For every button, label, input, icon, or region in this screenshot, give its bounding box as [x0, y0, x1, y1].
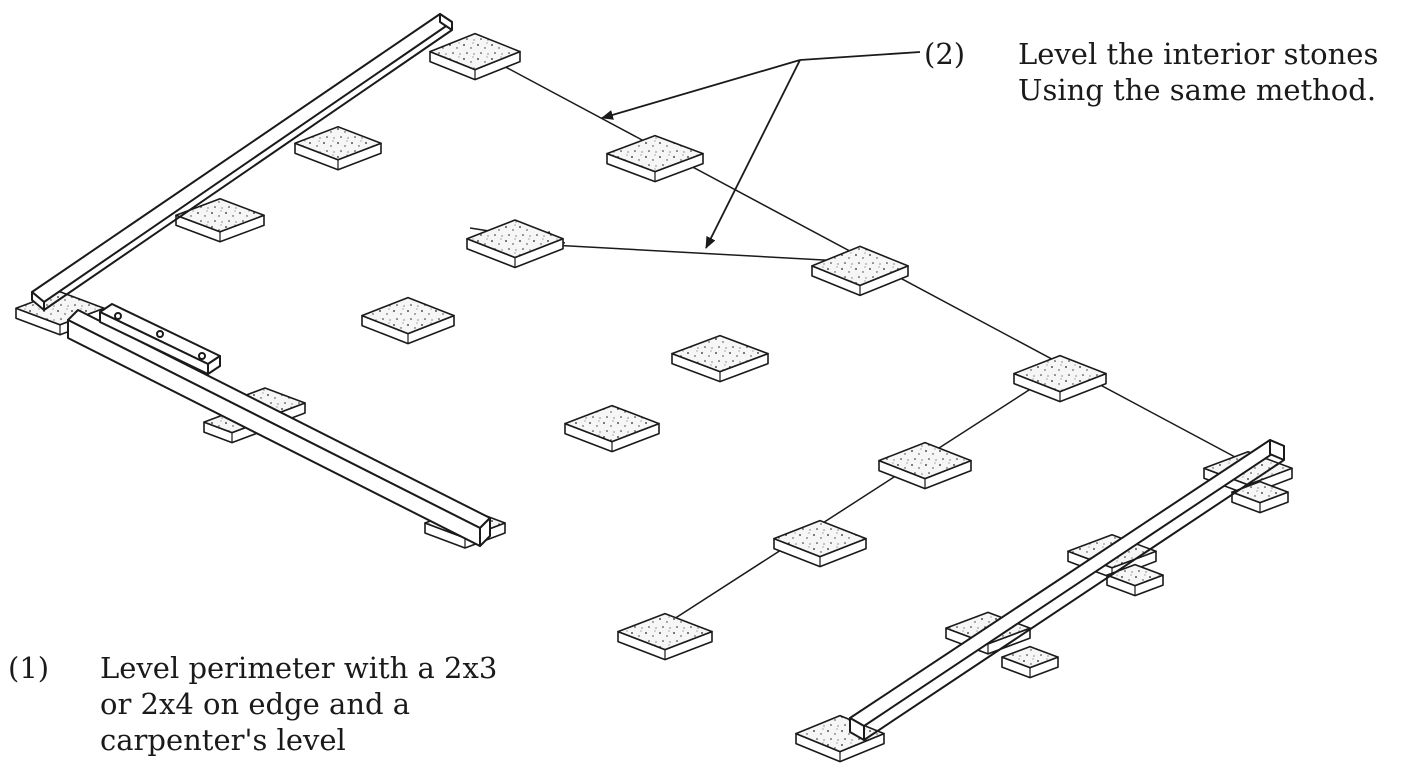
callout-arrow-1	[601, 59, 801, 120]
stone	[175, 198, 265, 243]
beams	[31, 13, 1285, 741]
stone	[617, 612, 713, 661]
note-1-line-2: or 2x4 on edge and a	[100, 687, 411, 721]
callout-arrows	[601, 51, 921, 249]
note-2-line-1: Level the interior stones	[1018, 37, 1379, 71]
stone	[361, 296, 455, 345]
stone	[773, 519, 867, 568]
beam-left-lower	[67, 309, 491, 529]
note-1-line-1: Level perimeter with a 2x3	[100, 651, 498, 685]
stone	[564, 404, 660, 453]
stone	[466, 219, 564, 269]
stone	[429, 32, 521, 81]
stone	[1001, 645, 1059, 679]
beam-top-left	[31, 13, 453, 303]
callout-leader	[799, 51, 921, 61]
string-line-interior-diagonal	[514, 242, 861, 263]
note-1-number: (1)	[8, 651, 50, 685]
stone	[878, 441, 972, 490]
callout-arrow-2	[705, 59, 801, 249]
level-vial-1	[114, 312, 122, 320]
level-vial-2	[156, 330, 164, 338]
stone	[811, 245, 909, 297]
note-1-text: Level perimeter with a 2x3 or 2x4 on edg…	[100, 650, 498, 758]
string-line-cross-row	[659, 369, 1061, 629]
level-vial-3	[198, 352, 206, 360]
stone	[606, 134, 704, 183]
note-1-line-3: carpenter's level	[100, 723, 346, 757]
note-2-line-2: Using the same method.	[1018, 73, 1377, 107]
note-2-number: (2)	[924, 37, 966, 71]
stone	[671, 334, 769, 383]
stone	[294, 126, 382, 171]
stone	[1013, 354, 1107, 403]
note-2-text: Level the interior stones Using the same…	[1018, 36, 1398, 108]
